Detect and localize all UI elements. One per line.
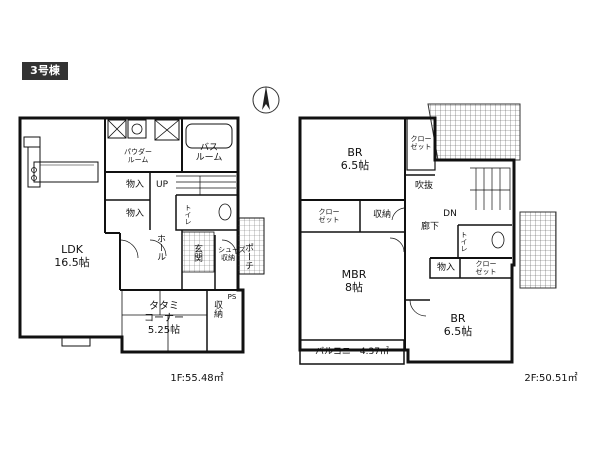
room-toilet-2f: トイレ <box>460 230 468 252</box>
room-br-north: BR 6.5帖 <box>330 146 380 172</box>
room-entrance: 玄関 <box>192 244 202 262</box>
room-ldk: LDK 16.5帖 <box>42 243 102 269</box>
closet-right: クロー ゼット <box>475 260 497 276</box>
room-mbr-name: MBR <box>341 268 367 281</box>
compass-icon <box>252 86 280 114</box>
floor1-area: 1F:55.48㎡ <box>170 373 224 384</box>
room-storage-2: 物入 <box>125 209 144 219</box>
room-br-south: BR 6.5帖 <box>430 312 486 338</box>
floor1-plan <box>18 116 265 354</box>
room-toilet-1f: トイレ <box>184 203 192 225</box>
storage-2f-2: 物入 <box>436 263 455 273</box>
room-ldk-size: 16.5帖 <box>54 256 90 269</box>
room-bath: バス ルーム <box>195 143 223 163</box>
room-storage-1: 物入 <box>125 180 144 190</box>
fukinuke-label: 吹抜 <box>414 181 433 191</box>
balcony-label: バルコニー4.37㎡ <box>315 347 389 357</box>
room-br-south-size: 6.5帖 <box>443 325 473 338</box>
room-hall: ホール <box>155 233 165 261</box>
room-tatami: タタミ コーナー 5.25帖 <box>130 301 198 337</box>
room-porch: ポーチ <box>243 242 253 270</box>
room-br-north-size: 6.5帖 <box>340 159 370 172</box>
room-br-south-name: BR <box>450 312 466 325</box>
floor2-plan <box>298 103 557 365</box>
building-badge: 3号棟 <box>22 62 68 80</box>
closet-mid: クロー ゼット <box>318 208 340 224</box>
room-tatami-name: タタミ コーナー <box>144 301 184 324</box>
floor2-area: 2F:50.51㎡ <box>524 373 578 384</box>
room-mbr: MBR 8帖 <box>326 268 382 294</box>
storage-2f: 収納 <box>372 210 391 220</box>
stairs-up-label: UP <box>155 180 168 190</box>
room-powder: パウダー ルーム <box>124 148 152 164</box>
room-br-north-name: BR <box>347 146 363 159</box>
corridor-label: 廊下 <box>420 222 439 232</box>
stairs-down-label: DN <box>443 209 457 219</box>
room-tatami-size: 5.25帖 <box>147 325 181 336</box>
floor1-outer-wall <box>18 116 245 354</box>
room-shoe-storage: シューズ 収納 <box>218 246 246 262</box>
room-mbr-size: 8帖 <box>345 281 363 294</box>
ps-label: PS <box>227 293 237 301</box>
room-ldk-name: LDK <box>61 243 83 256</box>
closet-top: クロー ゼット <box>410 135 432 151</box>
room-closet-1f: 収納 <box>212 300 222 318</box>
